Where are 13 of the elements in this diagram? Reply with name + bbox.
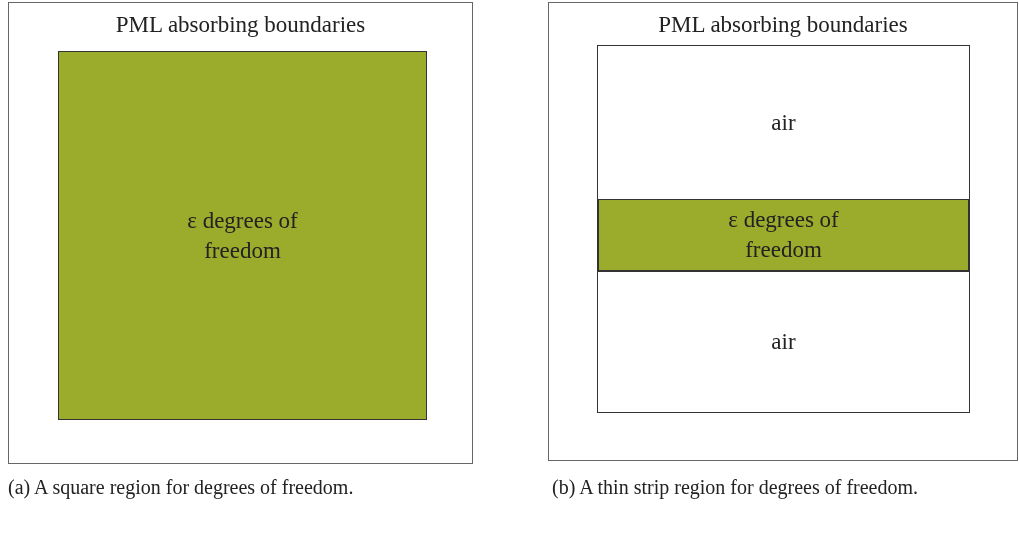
panel-frame — [8, 2, 473, 464]
boundary-label: PML absorbing boundaries — [114, 11, 367, 39]
figure-caption: (b) A thin strip region for degrees of freedom. — [552, 475, 919, 501]
figure-caption: (a) A square region for degrees of freedom. — [8, 475, 355, 501]
region-label: air — [770, 328, 797, 356]
region-label: ε degrees of freedom — [186, 206, 299, 265]
region-label: air — [770, 108, 797, 137]
region-square — [58, 51, 427, 420]
region-strip — [598, 199, 969, 271]
domain-box — [597, 45, 970, 413]
boundary-label: PML absorbing boundaries — [657, 11, 909, 39]
panel-frame — [548, 2, 1018, 461]
region-label: ε degrees of freedom — [727, 206, 840, 264]
